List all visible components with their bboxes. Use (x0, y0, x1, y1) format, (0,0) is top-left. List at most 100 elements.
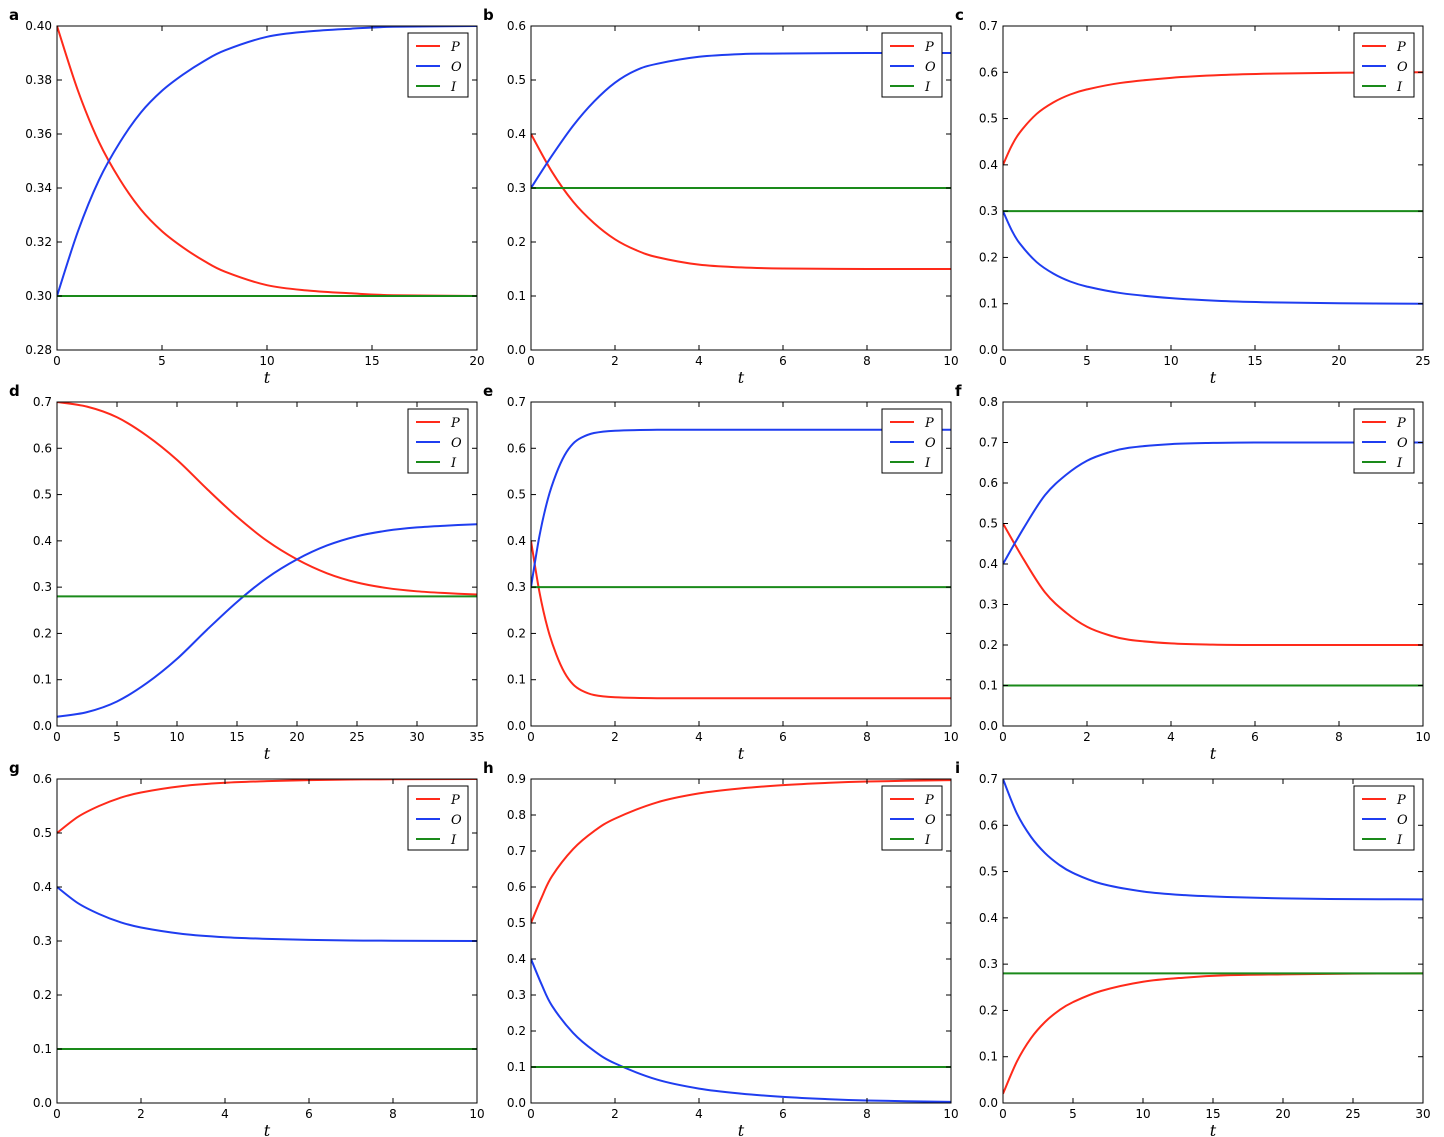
x-tick-label: 10 (943, 1107, 958, 1121)
x-tick-label: 0 (53, 354, 61, 368)
y-tick-label: 0.4 (507, 952, 526, 966)
series-lines (531, 779, 951, 1103)
x-tick-label: 10 (943, 730, 958, 744)
x-tick-label: 10 (169, 730, 184, 744)
x-tick-label: 10 (1415, 730, 1430, 744)
legend-label-P: P (450, 40, 460, 55)
legend: POI (1353, 32, 1415, 98)
panel-letter: b (483, 6, 494, 24)
legend-label-O: O (1397, 436, 1408, 451)
series-line-O (1003, 441, 1423, 565)
x-tick-label: 20 (1331, 354, 1346, 368)
y-tick-label: 0.3 (507, 181, 526, 195)
x-tick-label: 10 (1163, 354, 1178, 368)
x-tick-label: 10 (259, 354, 274, 368)
series-line-P (1003, 523, 1423, 647)
legend: POI (881, 408, 943, 474)
x-tick-label: 5 (113, 730, 121, 744)
x-tick-label: 10 (1135, 1107, 1150, 1121)
y-tick-label: 0.4 (507, 534, 526, 548)
x-tick-label: 0 (999, 354, 1007, 368)
y-tick-label: 0.3 (979, 204, 998, 218)
legend-label-O: O (451, 813, 462, 828)
panel-letter: c (955, 6, 964, 24)
legend-label-O: O (925, 60, 936, 75)
x-tick-label: 4 (695, 730, 703, 744)
y-tick-label: 0.5 (507, 73, 526, 87)
x-axis-label: t (1210, 744, 1217, 763)
x-tick-label: 0 (53, 730, 61, 744)
series-line-O (531, 51, 951, 189)
x-axis-label: t (264, 1121, 271, 1137)
y-tick-label: 0.7 (507, 395, 526, 409)
y-tick-label: 0.3 (507, 988, 526, 1002)
y-tick-label: 0.4 (979, 911, 998, 925)
y-tick-label: 0.4 (33, 880, 52, 894)
y-tick-label: 0.7 (979, 772, 998, 786)
y-tick-label: 0.1 (979, 679, 998, 693)
legend-label-O: O (451, 60, 462, 75)
y-tick-label: 0.6 (979, 65, 998, 79)
x-tick-label: 0 (999, 1107, 1007, 1121)
y-tick-label: 0.32 (25, 235, 52, 249)
y-tick-label: 0.4 (507, 127, 526, 141)
x-tick-label: 0 (999, 730, 1007, 744)
y-tick-label: 0.0 (507, 1096, 526, 1110)
x-tick-label: 6 (305, 1107, 313, 1121)
series-line-P (531, 540, 951, 700)
y-tick-label: 0.1 (507, 289, 526, 303)
x-axis-label: t (1210, 1121, 1217, 1137)
series-line-P (57, 402, 477, 596)
legend-label-O: O (1397, 813, 1408, 828)
y-tick-label: 0.6 (507, 19, 526, 33)
series-line-O (57, 26, 477, 297)
x-tick-label: 8 (863, 730, 871, 744)
legend: POI (407, 32, 469, 98)
x-tick-label: 4 (695, 354, 703, 368)
x-tick-label: 5 (158, 354, 166, 368)
y-tick-label: 0.5 (979, 865, 998, 879)
y-tick-label: 0.2 (507, 1024, 526, 1038)
y-tick-label: 0.36 (25, 127, 52, 141)
y-tick-label: 0.4 (979, 158, 998, 172)
y-tick-label: 0.6 (979, 818, 998, 832)
y-tick-label: 0.3 (33, 934, 52, 948)
y-tick-label: 0.2 (33, 626, 52, 640)
legend-label-P: P (924, 416, 934, 431)
y-tick-label: 0.8 (507, 808, 526, 822)
y-tick-label: 0.1 (507, 1060, 526, 1074)
x-tick-label: 6 (1251, 730, 1259, 744)
x-tick-label: 4 (221, 1107, 229, 1121)
legend-label-I: I (1396, 456, 1403, 471)
x-tick-label: 10 (469, 1107, 484, 1121)
legend-label-I: I (924, 456, 931, 471)
x-tick-label: 2 (611, 730, 619, 744)
panel-letter: g (9, 759, 20, 777)
legend-label-I: I (450, 80, 457, 95)
series-line-P (1003, 71, 1423, 166)
panel-letter: d (9, 382, 20, 400)
legend-label-P: P (450, 416, 460, 431)
legend-label-P: P (1396, 416, 1406, 431)
series-lines (531, 428, 951, 700)
y-tick-label: 0.6 (33, 441, 52, 455)
legend: POI (407, 408, 469, 474)
series-line-P (531, 133, 951, 271)
legend: POI (1353, 785, 1415, 851)
legend-label-P: P (1396, 40, 1406, 55)
panel-letter: e (483, 382, 493, 400)
x-tick-label: 20 (469, 354, 484, 368)
y-tick-label: 0.3 (979, 598, 998, 612)
y-tick-label: 0.2 (507, 626, 526, 640)
y-tick-label: 0.38 (25, 73, 52, 87)
legend-label-P: P (924, 793, 934, 808)
y-tick-label: 0.2 (979, 638, 998, 652)
plot-frame (530, 401, 952, 727)
